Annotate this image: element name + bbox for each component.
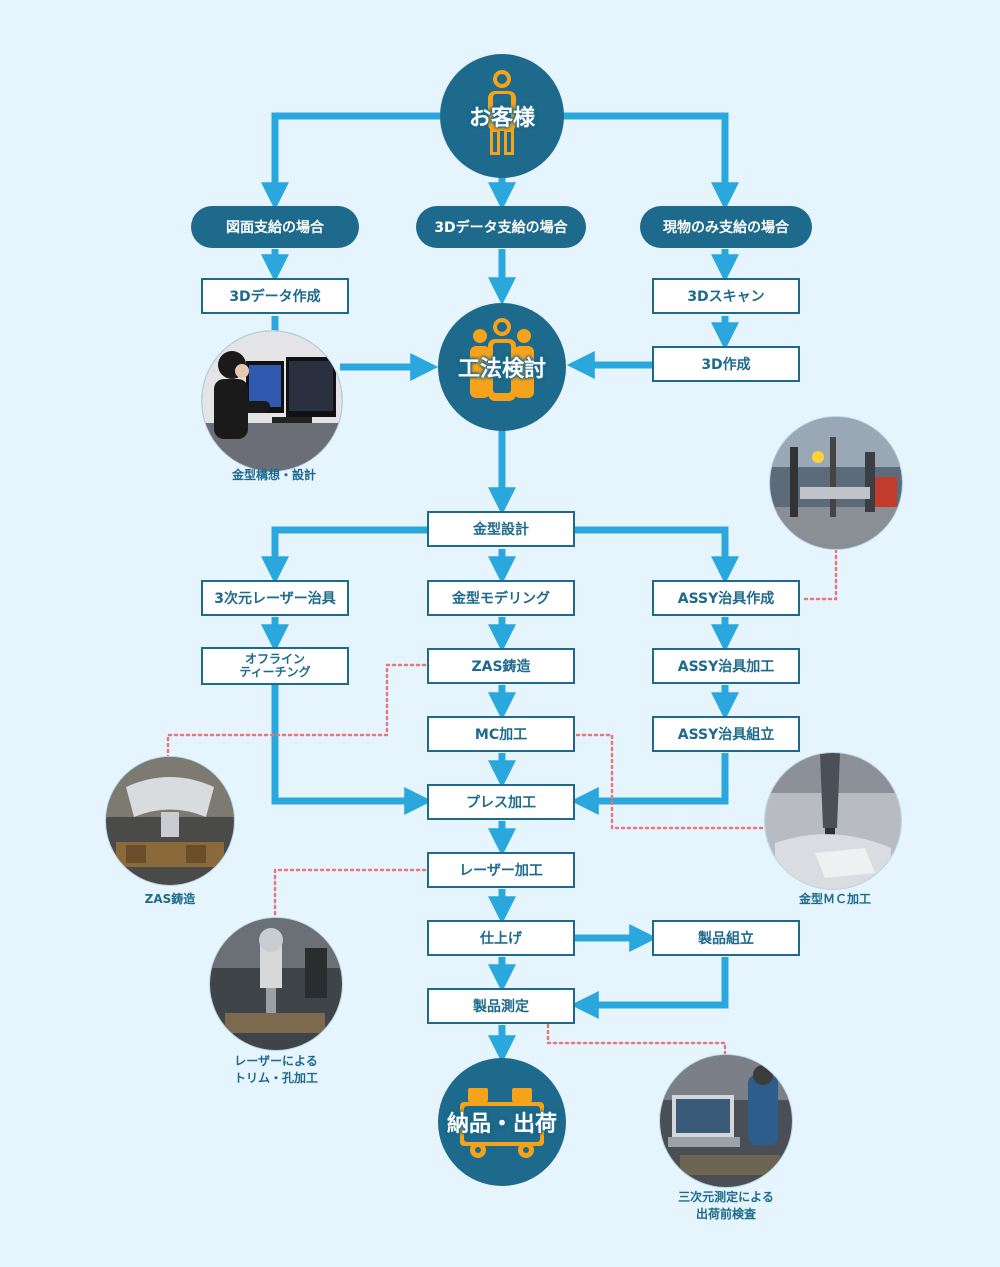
caption-laser-line1: レーザーによる	[234, 1054, 318, 1068]
caption-mc-machining: 金型ＭＣ加工	[798, 892, 871, 906]
line-design-left	[261, 526, 427, 585]
dotted-assy-photo	[803, 544, 838, 601]
case-drawing-pill: 図面支給の場合	[191, 206, 359, 248]
teaching-line1: オフライン	[244, 652, 305, 666]
step-offline-teaching: オフライン ティーチング	[201, 647, 349, 685]
milling-illustration	[765, 753, 901, 889]
arrow-customer-right	[560, 112, 739, 211]
step-mold-design: 金型設計	[427, 511, 575, 547]
dotted-mc-photo	[575, 733, 768, 830]
step-laser-jig: 3次元レーザー治具	[201, 580, 349, 616]
dotted-laser-photo	[273, 868, 427, 922]
arrow-assembly-to-inspect	[570, 957, 729, 1019]
caption-measurement: 三次元測定による 出荷前検査	[656, 1189, 796, 1223]
photo-mold-design	[202, 331, 342, 471]
step-mold-modeling: 金型モデリング	[427, 580, 575, 616]
step-press: プレス加工	[427, 784, 575, 820]
photo-zas-casting	[106, 757, 234, 885]
caption-measure-line2: 出荷前検査	[695, 1207, 756, 1221]
caption-measure-line1: 三次元測定による	[678, 1190, 774, 1204]
dotted-zas-photo	[166, 663, 427, 762]
factory-illustration	[770, 417, 902, 549]
laser-robot-illustration	[210, 918, 342, 1050]
photo-assy-jig	[770, 417, 902, 549]
step-assy-jig-create: ASSY治具作成	[652, 580, 800, 616]
step-3d-creation: 3D作成	[652, 346, 800, 382]
step-assy-jig-assembly: ASSY治具組立	[652, 716, 800, 752]
casting-illustration	[106, 757, 234, 885]
line-design-right	[575, 526, 739, 585]
customer-hub: お客様	[440, 54, 564, 178]
step-3ddata-creation: 3Dデータ作成	[201, 278, 349, 314]
step-mc-machining: MC加工	[427, 716, 575, 752]
truck-icon	[460, 1088, 544, 1158]
method-review-hub: 工法検討	[438, 303, 566, 431]
photo-measurement	[660, 1055, 792, 1187]
caption-zas-casting: ZAS鋳造	[144, 892, 196, 906]
step-inspection: 製品測定	[427, 988, 575, 1024]
step-product-assembly: 製品組立	[652, 920, 800, 956]
caption-laser-line2: トリム・孔加工	[233, 1071, 318, 1085]
caption-laser-trim: レーザーによる トリム・孔加工	[206, 1053, 346, 1087]
arrow-customer-left	[261, 112, 440, 211]
measurement-illustration	[660, 1055, 792, 1187]
arrow-assy-to-press	[570, 753, 729, 815]
photo-laser-trim	[210, 918, 342, 1050]
case-physical-pill: 現物のみ支給の場合	[640, 206, 812, 248]
method-review-label: 工法検討	[457, 357, 546, 382]
dotted-measure-photo	[546, 1023, 727, 1057]
customer-label: お客様	[468, 106, 535, 131]
step-3d-scan: 3Dスキャン	[652, 278, 800, 314]
delivery-label: 納品・出荷	[446, 1112, 557, 1137]
step-laser: レーザー加工	[427, 852, 575, 888]
arrow-teaching-to-press	[271, 685, 433, 815]
step-assy-jig-machining: ASSY治具加工	[652, 648, 800, 684]
design-desk-illustration	[202, 331, 342, 471]
person-icon	[488, 70, 516, 155]
case-3ddata-pill: 3Dデータ支給の場合	[416, 206, 586, 248]
team-icon	[470, 318, 534, 401]
teaching-line2: ティーチング	[239, 665, 311, 679]
photo-mc-machining	[765, 753, 901, 889]
caption-mold-design: 金型構想・設計	[231, 468, 316, 482]
step-finishing: 仕上げ	[427, 920, 575, 956]
step-zas-casting: ZAS鋳造	[427, 648, 575, 684]
delivery-hub: 納品・出荷	[438, 1058, 566, 1186]
